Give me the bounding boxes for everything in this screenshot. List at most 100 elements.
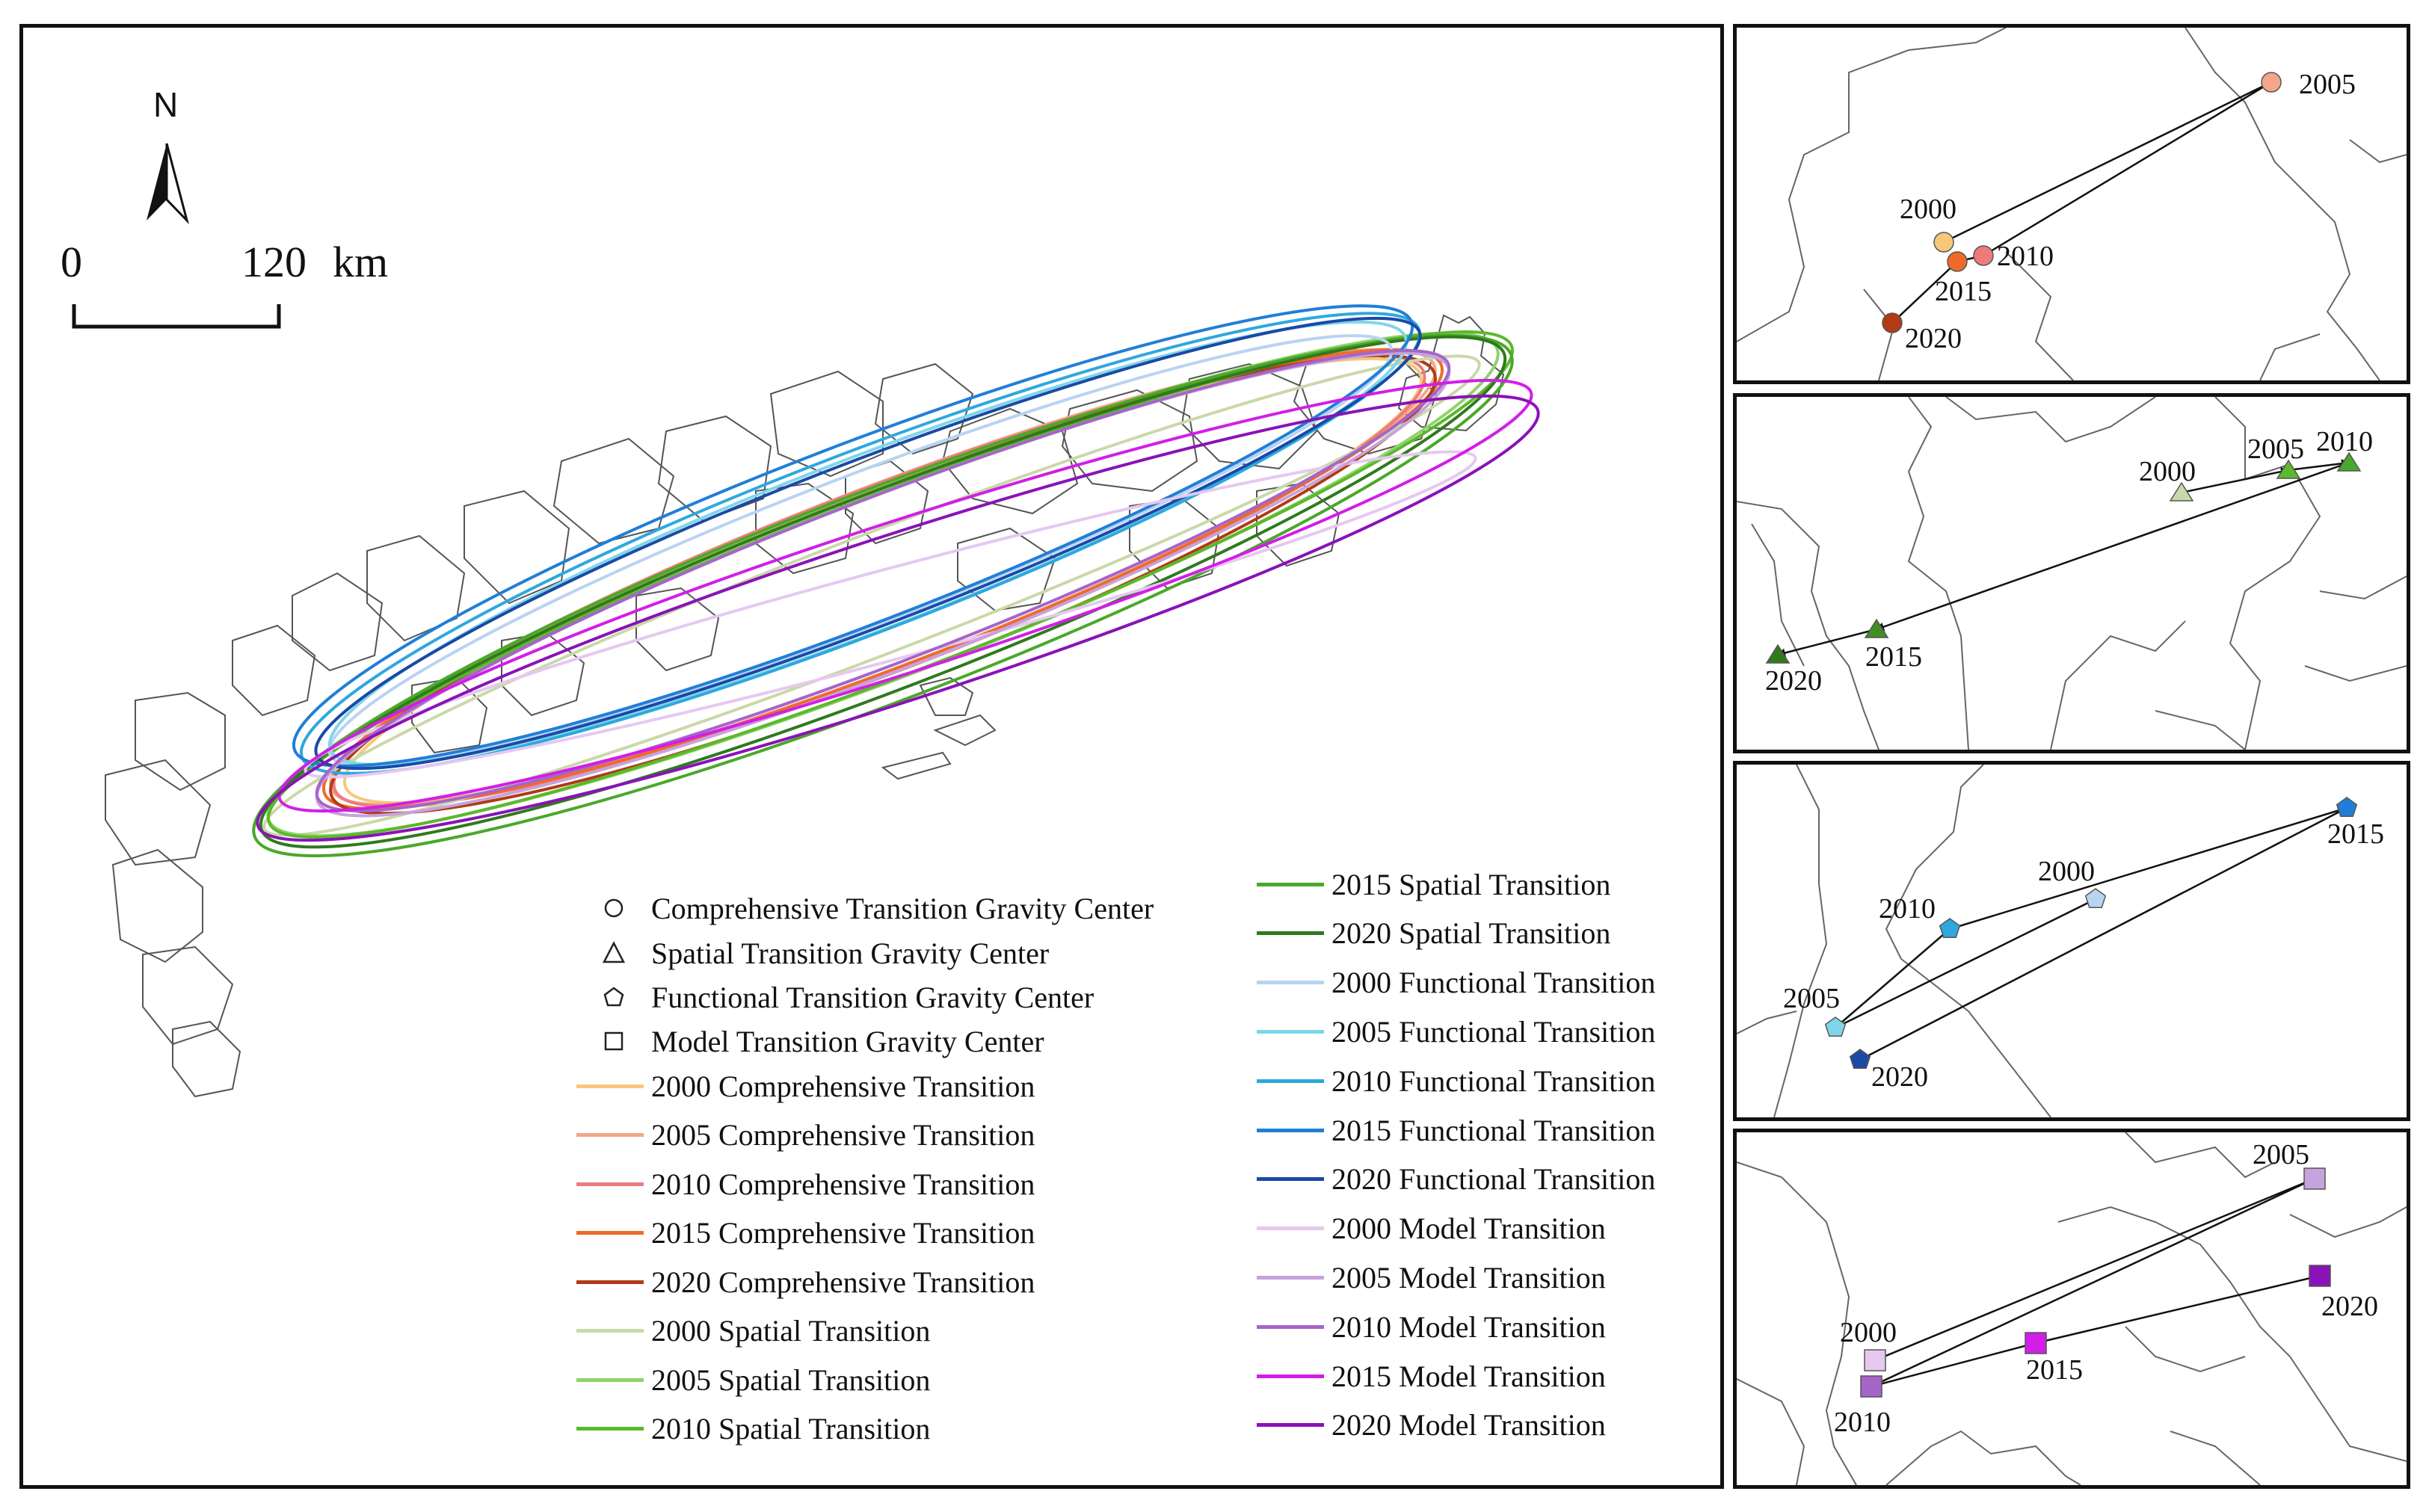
legend-line-swatch <box>576 1427 644 1431</box>
trajectory-arrow <box>2035 1273 2321 1345</box>
ellipse-19 <box>277 378 1533 813</box>
legend-line-label: 2010 Functional Transition <box>1331 1064 1656 1098</box>
triangle-marker-icon <box>1864 618 1889 638</box>
scale-end-label: 120 <box>241 238 307 286</box>
legend-line-swatch <box>1257 1226 1324 1231</box>
legend-line-swatch <box>576 1377 644 1382</box>
circle-marker-icon <box>1933 232 1954 253</box>
year-label: 2000 <box>2038 856 2095 887</box>
ellipse-11 <box>327 334 1394 768</box>
ellipse-4 <box>321 348 1444 811</box>
ellipse-9 <box>252 333 1514 858</box>
legend-item-line: 2000 Model Transition <box>1257 1208 1606 1250</box>
year-label: 2005 <box>2299 69 2356 100</box>
legend-line-swatch <box>576 1231 644 1235</box>
inset-model-center: 2000 2005 2010 2015 2020 <box>1733 1129 2410 1489</box>
legend-line-swatch <box>1257 1423 1324 1428</box>
legend-line-swatch <box>1257 931 1324 936</box>
legend-item-line: 2020 Spatial Transition <box>1257 913 1610 954</box>
legend-line-swatch <box>576 1280 644 1284</box>
legend-item-line: 2005 Model Transition <box>1257 1256 1606 1298</box>
ellipse-15 <box>314 316 1422 771</box>
scale-unit-label: km <box>333 238 389 286</box>
trajectory-arrow <box>1982 81 2272 257</box>
square-marker-icon <box>1864 1349 1886 1371</box>
pentagon-marker-icon <box>1824 1016 1847 1037</box>
year-label: 2010 <box>1834 1407 1891 1438</box>
ellipse-18 <box>315 349 1451 812</box>
legend-item-line: 2005 Spatial Transition <box>576 1359 930 1401</box>
legend-line-label: 2020 Comprehensive Transition <box>651 1265 1035 1299</box>
legend-line-label: 2005 Comprehensive Transition <box>651 1118 1035 1152</box>
legend-line-label: 2005 Functional Transition <box>1331 1014 1656 1049</box>
legend-item-line: 2020 Model Transition <box>1257 1404 1606 1446</box>
year-label: 2020 <box>1905 323 1962 354</box>
legend-line-label: 2000 Model Transition <box>1331 1212 1606 1246</box>
legend-item-line: 2000 Spatial Transition <box>576 1310 930 1352</box>
year-label: 2000 <box>1840 1317 1897 1348</box>
ellipse-16 <box>304 450 1477 779</box>
scale-bar <box>72 304 281 329</box>
inset-boundaries <box>1737 765 2051 1117</box>
pentagon-icon <box>576 982 651 1012</box>
circle-marker-icon <box>1947 251 1968 272</box>
trajectory-arrow <box>2288 459 2350 472</box>
year-label: 2000 <box>1900 194 1956 225</box>
legend-line-label: 2015 Functional Transition <box>1331 1113 1656 1147</box>
legend-item-line: 2010 Functional Transition <box>1257 1060 1655 1102</box>
year-label: 2015 <box>1865 641 1922 673</box>
year-label: 2015 <box>1935 276 1992 307</box>
legend-line-swatch <box>576 1133 644 1137</box>
standard-deviation-ellipses <box>252 304 1540 858</box>
legend-line-swatch <box>576 1182 644 1186</box>
main-map-panel: N 0 120 km Comprehensive Transition Grav… <box>19 24 1724 1489</box>
legend-line-label: 2010 Model Transition <box>1331 1309 1606 1344</box>
trajectory-arrow <box>1776 628 1877 658</box>
legend-line-label: 2000 Functional Transition <box>1331 966 1656 1000</box>
trajectory-arrow <box>1870 1177 2315 1388</box>
year-label: 2010 <box>2316 426 2373 457</box>
legend-item-line: 2015 Comprehensive Transition <box>576 1212 1035 1254</box>
trajectory-arrow <box>1943 81 2273 244</box>
square-icon <box>576 1026 651 1056</box>
legend-line-label: 2015 Comprehensive Transition <box>651 1216 1035 1250</box>
pentagon-marker-icon <box>2084 888 2107 909</box>
legend-line-swatch <box>1257 1324 1324 1329</box>
pentagon-marker-icon <box>1849 1049 1871 1070</box>
square-marker-icon <box>2025 1332 2047 1354</box>
year-label: 2005 <box>2253 1139 2309 1170</box>
year-label: 2005 <box>2247 433 2304 465</box>
legend-line-label: 2010 Comprehensive Transition <box>651 1167 1035 1201</box>
legend-line-label: 2020 Model Transition <box>1331 1408 1606 1442</box>
circle-marker-icon <box>1882 312 1903 333</box>
inset-boundaries <box>1737 397 2407 750</box>
circle-icon <box>576 893 651 923</box>
legend-item-spatial-center: Spatial Transition Gravity Center <box>576 932 1049 974</box>
legend-line-label: 2005 Spatial Transition <box>651 1363 931 1397</box>
legend-item-line: 2005 Functional Transition <box>1257 1010 1655 1052</box>
ellipse-20 <box>256 394 1540 842</box>
legend-item-line: 2015 Functional Transition <box>1257 1109 1655 1151</box>
legend-line-swatch <box>1257 1374 1324 1378</box>
trajectory-arrow <box>1834 898 2096 1029</box>
year-label: 2020 <box>2321 1291 2378 1322</box>
legend-line-label: 2000 Spatial Transition <box>651 1314 931 1348</box>
triangle-marker-icon <box>1765 644 1791 664</box>
ellipse-6 <box>262 354 1481 837</box>
year-label: 2020 <box>1871 1061 1928 1093</box>
year-label: 2015 <box>2327 818 2384 850</box>
legend-line-label: 2010 Spatial Transition <box>651 1412 931 1445</box>
legend-line-swatch <box>1257 1079 1324 1083</box>
trajectory-arrow <box>1891 261 1958 324</box>
legend-item-line: 2000 Functional Transition <box>1257 962 1655 1004</box>
legend-item-line: 2015 Spatial Transition <box>1257 863 1610 905</box>
legend-line-label: 2020 Spatial Transition <box>1331 916 1611 951</box>
legend-line-swatch <box>1257 1128 1324 1132</box>
legend-item-line: 2020 Comprehensive Transition <box>576 1261 1035 1303</box>
triangle-marker-icon <box>2169 481 2194 502</box>
year-label: 2015 <box>2026 1354 2083 1386</box>
